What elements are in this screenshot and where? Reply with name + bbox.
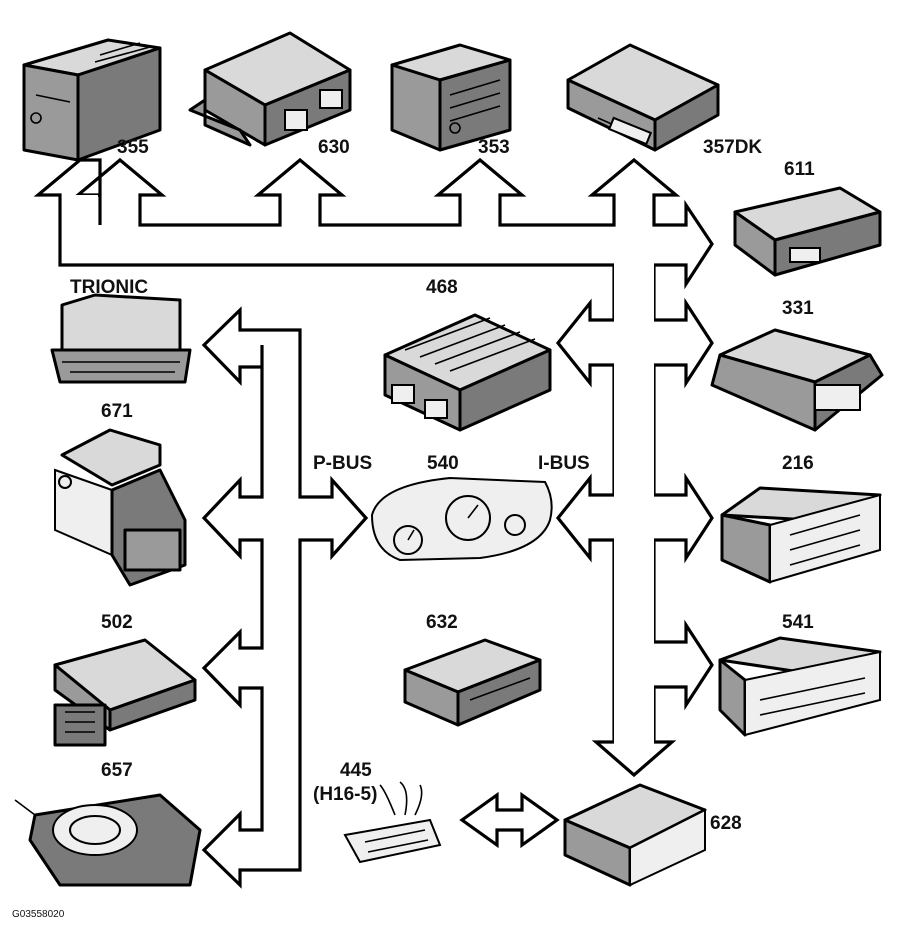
label-632: 632 (426, 612, 458, 633)
label-353: 353 (478, 137, 510, 158)
module-630-device (188, 31, 352, 147)
i-bus-trunk (614, 228, 654, 744)
module-468-device (383, 313, 552, 432)
label-611: 611 (784, 159, 815, 180)
label-357dk: 357DK (703, 137, 762, 158)
label-671: 671 (101, 401, 133, 422)
figure-id: G03558020 (12, 909, 65, 920)
module-445-device (343, 781, 442, 864)
module-541-device (718, 636, 882, 737)
top-bus-corridor (62, 228, 652, 263)
label-468: 468 (426, 277, 458, 298)
module-632-device (403, 638, 542, 727)
label-445: 445 (340, 760, 372, 781)
module-611-device (733, 186, 882, 277)
label-630: 630 (318, 137, 350, 158)
module-trionic-device (50, 293, 192, 384)
label-216: 216 (782, 453, 814, 474)
label-541: 541 (782, 612, 814, 633)
left-loop-fill (62, 195, 98, 231)
module-353-device (390, 43, 512, 152)
module-628-device (563, 783, 707, 887)
module-502-device (53, 638, 197, 747)
module-540-device (370, 476, 553, 562)
module-331-device (710, 328, 884, 432)
module-357dk-device (566, 43, 720, 152)
module-355-device (22, 38, 162, 162)
label-540: 540 (427, 453, 459, 474)
label-657: 657 (101, 760, 133, 781)
module-216-device (720, 486, 882, 584)
label-628: 628 (710, 813, 742, 834)
module-671-device (54, 428, 187, 587)
label-355: 355 (117, 137, 149, 158)
label-trionic: TRIONIC (70, 277, 148, 298)
label-502: 502 (101, 612, 133, 633)
label-331: 331 (782, 298, 814, 319)
label-p-bus: P-BUS (313, 453, 372, 474)
label-445-sub: (H16-5) (313, 784, 377, 805)
p-bus-arrows (201, 306, 369, 889)
diagnostic-link-arrow (459, 791, 560, 849)
module-657-device (14, 793, 202, 887)
label-i-bus: I-BUS (538, 453, 590, 474)
